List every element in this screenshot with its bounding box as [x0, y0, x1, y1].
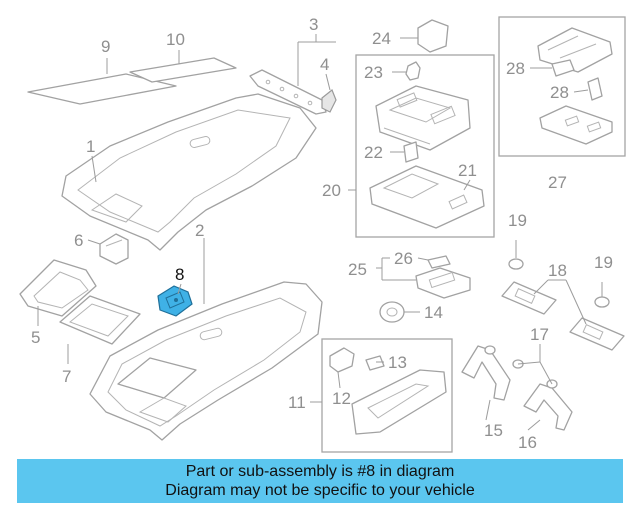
part-console-housing: [375, 85, 471, 151]
banner-line-1: Part or sub-assembly is #8 in diagram: [185, 463, 455, 480]
callout-3: 3: [309, 15, 318, 34]
part-2-inner-contour: [107, 297, 307, 427]
part-2-opening: [199, 327, 223, 341]
part-22-plug: [403, 141, 419, 163]
part-27-bottom-cover: [539, 105, 613, 145]
callout-4: 4: [320, 55, 329, 74]
callout-19-lower: 19: [594, 253, 613, 272]
callout-11: 11: [288, 393, 306, 412]
part-7-frame: [59, 295, 141, 345]
part-18-bracket-right: [569, 317, 625, 351]
part-9-panel: [27, 73, 177, 105]
part-6-bracket: [99, 233, 129, 265]
part-13-clip: [365, 355, 385, 371]
part-23-bulb: [405, 61, 421, 81]
callout-26: 26: [394, 249, 413, 268]
callout-labels: 9 10 3 4 1 6 2 8 5 7 24 23 22 21 20 28 2…: [31, 15, 613, 452]
exploded-parts-diagram: 9 10 3 4 1 6 2 8 5 7 24 23 22 21 20 28 2…: [19, 15, 626, 453]
part-18-bracket-left: [501, 281, 557, 315]
part-28-bulb-upper: [551, 59, 575, 77]
callout-24: 24: [372, 29, 391, 48]
part-27-top-cover: [537, 27, 613, 73]
part-4-clip: [321, 89, 337, 113]
part-10-panel: [129, 57, 237, 83]
info-banner: Part or sub-assembly is #8 in diagram Di…: [17, 459, 623, 503]
callout-13: 13: [388, 353, 407, 372]
group-box-27: [498, 16, 626, 157]
part-24-lamp: [417, 19, 449, 53]
callout-22: 22: [364, 143, 383, 162]
callout-9: 9: [101, 37, 110, 56]
callout-7: 7: [62, 367, 71, 386]
callout-6: 6: [74, 231, 83, 250]
callout-5: 5: [31, 328, 40, 347]
part-1-inner-contour: [77, 109, 291, 233]
part-21-plate: [369, 165, 485, 229]
callout-10: 10: [166, 30, 185, 49]
part-26-bulb: [427, 255, 451, 269]
part-28-bulb-lower: [587, 77, 603, 101]
callout-12: 12: [332, 389, 351, 408]
callout-17: 17: [530, 325, 549, 344]
part-3-holes: [265, 79, 313, 106]
part-2-sunroof-frame: [117, 357, 197, 399]
callout-27: 27: [548, 173, 567, 192]
part-2-headliner: [89, 281, 323, 441]
callout-28-upper: 28: [506, 59, 525, 78]
callout-25: 25: [348, 260, 367, 279]
callout-18: 18: [548, 261, 567, 280]
part-19-screw-upper: [508, 240, 524, 270]
callout-20: 20: [322, 181, 341, 200]
callout-2: 2: [195, 221, 204, 240]
callout-1: 1: [86, 137, 95, 156]
callout-15: 15: [484, 421, 503, 440]
callout-16: 16: [518, 433, 537, 452]
callout-19-upper: 19: [508, 211, 527, 230]
callout-14: 14: [424, 303, 443, 322]
banner-line-2: Diagram may not be specific to your vehi…: [165, 482, 475, 499]
part-1-visor-recess: [90, 193, 143, 223]
part-25-lamp: [415, 267, 471, 299]
leader-lines: [37, 34, 589, 431]
group-box-20: [355, 54, 495, 238]
callout-21: 21: [458, 161, 477, 180]
part-1-headliner: [61, 93, 317, 251]
part-15-grab-handle: [461, 345, 511, 401]
part-12-clip: [329, 347, 355, 373]
part-1-opening: [189, 136, 211, 148]
part-2-visor-recess: [138, 397, 187, 423]
callout-8-highlighted: 8: [175, 265, 184, 284]
callout-28-lower: 28: [550, 83, 569, 102]
part-19-screw-lower: [594, 282, 610, 308]
part-16-grab-handle: [523, 383, 573, 431]
part-14-clip: [379, 301, 405, 323]
callout-23: 23: [364, 63, 383, 82]
part-8-highlighted: [157, 285, 193, 317]
group-box-11: [321, 338, 453, 453]
part-sun-visor: [351, 369, 447, 435]
